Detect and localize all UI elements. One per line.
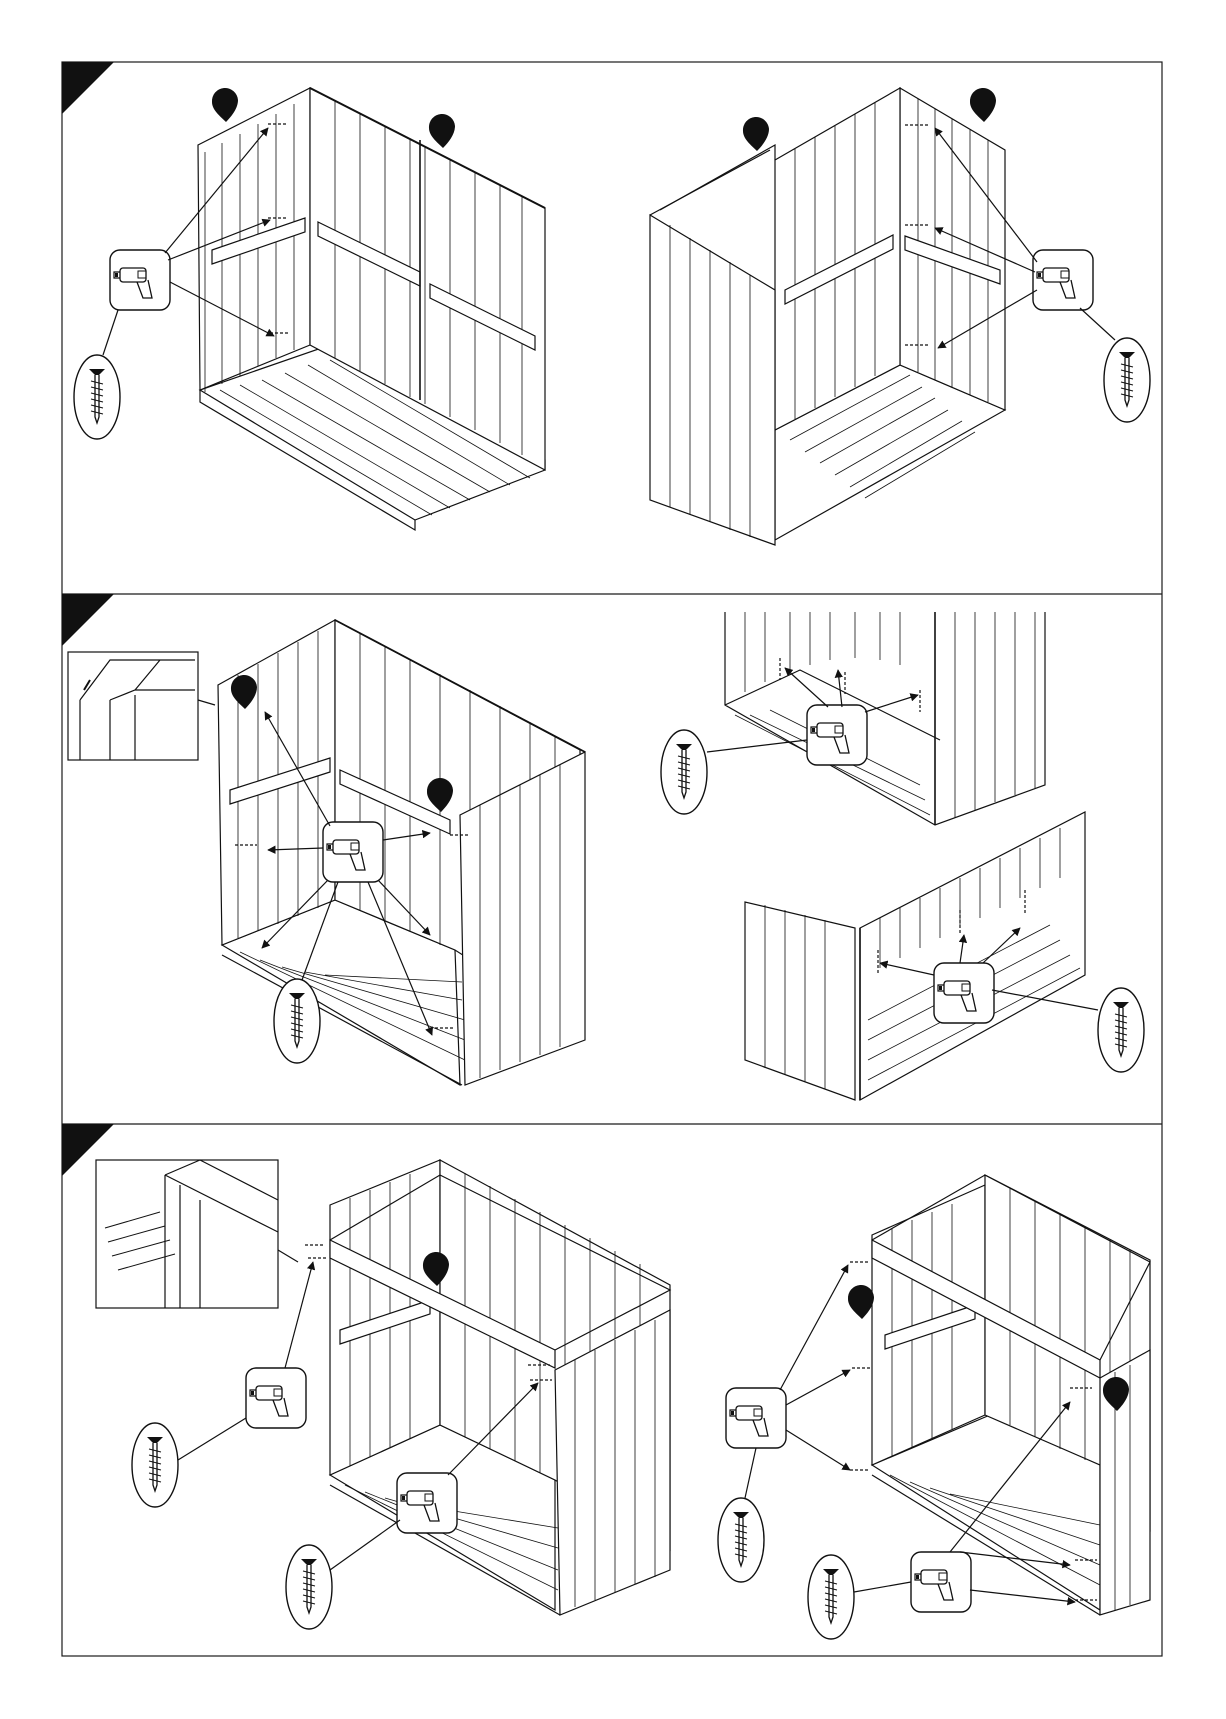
screw-icon: [132, 1423, 178, 1507]
drill-icon: [1033, 250, 1093, 310]
corner-detail-inset: [68, 652, 215, 760]
screw-icon: [661, 730, 707, 814]
drill-icon: [934, 963, 994, 1023]
screw-icon: [74, 355, 120, 439]
screw-icon: [274, 979, 320, 1063]
step-badge-1: [62, 62, 114, 114]
corner-detail-top: [725, 612, 1045, 825]
drop-marker: [743, 117, 769, 151]
screw-icon: [1104, 338, 1150, 422]
drop-marker: [212, 88, 238, 122]
shed-illustration-1b: [650, 88, 1005, 545]
shed-illustration-3a: [305, 1160, 670, 1615]
drop-marker: [970, 88, 996, 122]
corner-detail-bottom: [745, 812, 1085, 1100]
drill-icon: [110, 250, 170, 310]
drill-icon: [246, 1368, 306, 1428]
drop-marker: [848, 1285, 874, 1319]
shed-illustration-1a: [198, 88, 545, 530]
drill-icon: [911, 1552, 971, 1612]
screw-icon: [718, 1498, 764, 1582]
drop-marker: [429, 114, 455, 148]
beam-detail-inset: [96, 1160, 298, 1308]
drill-icon: [726, 1388, 786, 1448]
drill-icon: [397, 1473, 457, 1533]
screw-icon: [808, 1555, 854, 1639]
screw-icon: [1098, 988, 1144, 1072]
drill-icon: [323, 822, 383, 882]
step-badge-2: [62, 594, 114, 646]
shed-illustration-2a: [218, 620, 585, 1085]
drill-icon: [807, 705, 867, 765]
screw-icon: [286, 1545, 332, 1629]
